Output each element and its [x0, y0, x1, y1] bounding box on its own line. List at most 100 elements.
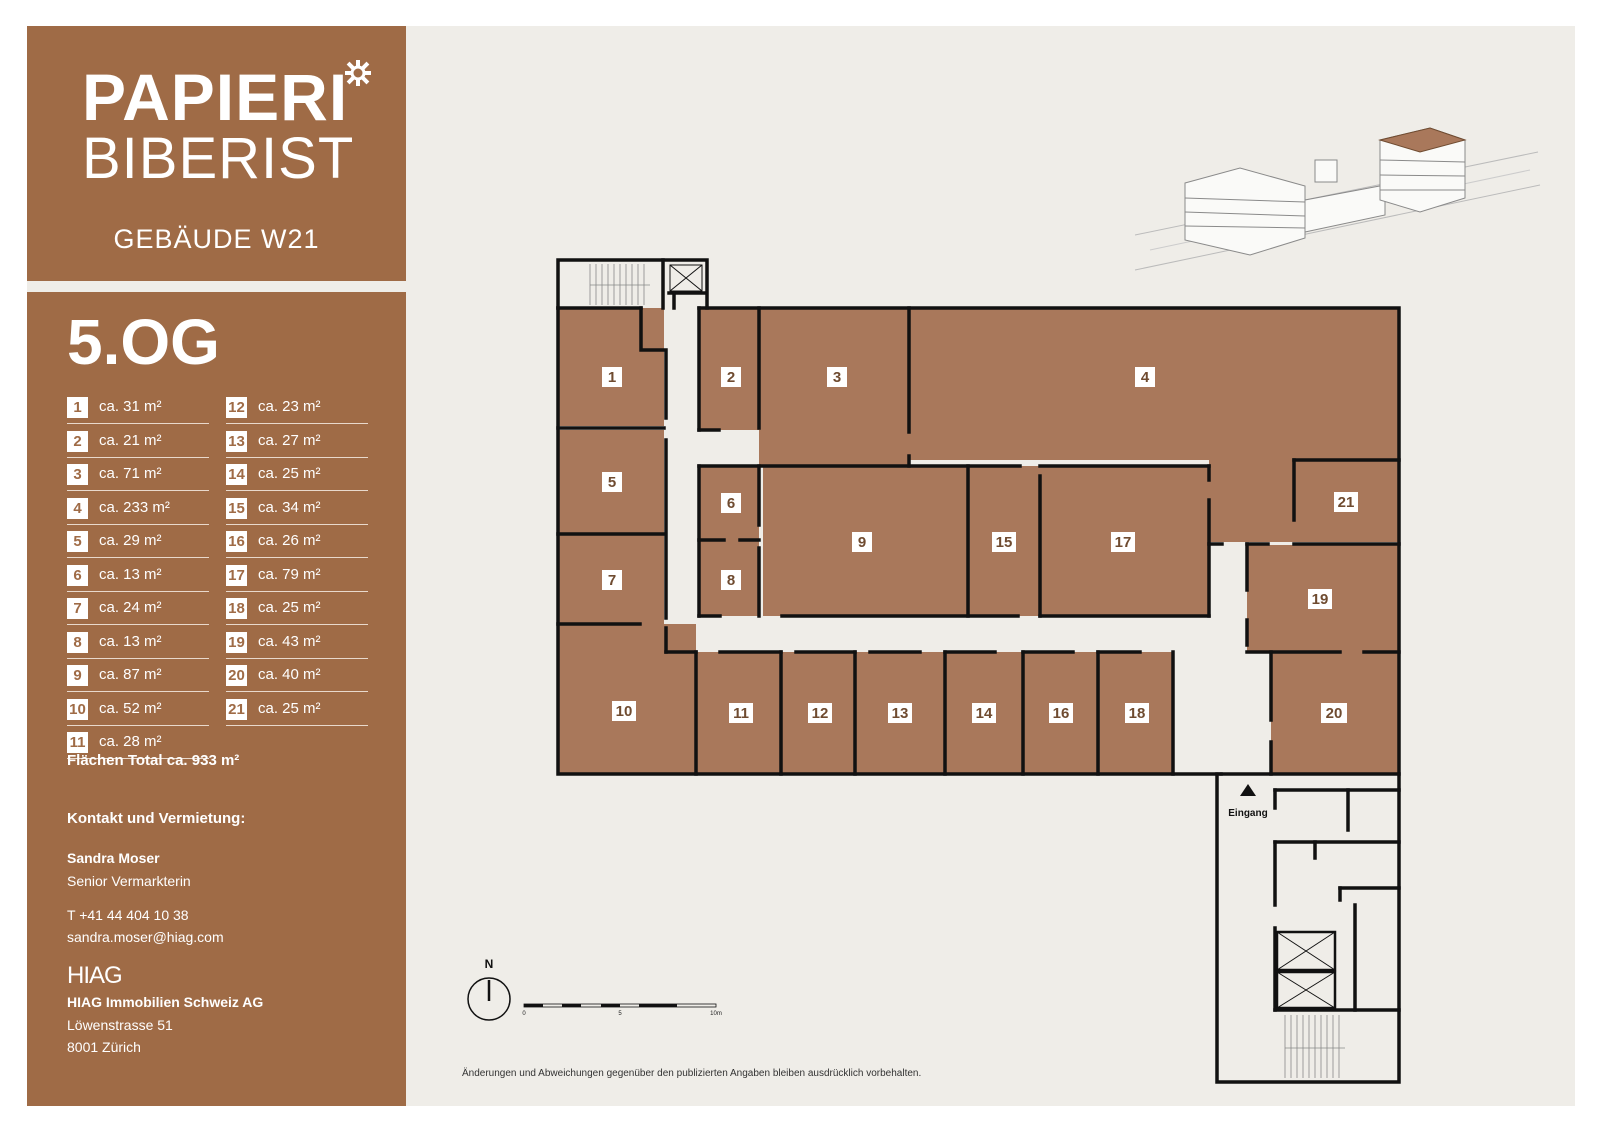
room-label-11: 11: [729, 703, 753, 723]
room-area: ca. 23 m²: [258, 398, 321, 415]
contact-name: Sandra Moser: [67, 850, 160, 866]
walls: [556, 258, 1401, 1084]
room-area: ca. 25 m²: [258, 599, 321, 616]
svg-text:5: 5: [608, 474, 616, 491]
svg-text:6: 6: [727, 495, 735, 512]
area-row: 9 ca. 87 m²: [67, 660, 209, 692]
room-number: 20: [226, 665, 247, 686]
area-row: 10 ca. 52 m²: [67, 694, 209, 726]
room-area: ca. 87 m²: [99, 666, 162, 683]
room-label-13: 13: [888, 703, 912, 723]
contact-phone: T +41 44 404 10 38: [67, 907, 189, 923]
room-label-2: 2: [721, 367, 741, 387]
area-row: 14 ca. 25 m²: [226, 459, 368, 491]
north-label: N: [485, 957, 494, 971]
svg-text:17: 17: [1115, 534, 1132, 551]
room-area: ca. 13 m²: [99, 565, 162, 583]
entrance-label: Eingang: [1228, 808, 1267, 819]
room-label-15: 15: [992, 532, 1016, 552]
svg-text:2: 2: [727, 369, 735, 386]
svg-text:21: 21: [1338, 494, 1355, 511]
contact-email: sandra.moser@hiag.com: [67, 929, 224, 945]
room-fills: [558, 308, 1399, 774]
room-area: ca. 25 m²: [258, 699, 321, 717]
area-row: 4 ca. 233 m²: [67, 493, 209, 525]
compass-icon: [467, 977, 511, 1021]
contact-role: Senior Vermarkterin: [67, 873, 191, 889]
room-number: 19: [226, 631, 247, 653]
brand-subtitle: BIBERIST: [82, 126, 355, 191]
area-row: 11 ca. 28 m²: [67, 727, 209, 759]
room-area: ca. 52 m²: [99, 699, 162, 717]
svg-text:7: 7: [608, 572, 616, 589]
room-area: ca. 233 m²: [99, 498, 170, 516]
room-number: 2: [67, 430, 88, 452]
svg-text:16: 16: [1053, 705, 1070, 722]
room-label-16: 16: [1049, 703, 1073, 723]
room-number: 1: [67, 397, 88, 418]
room-area: ca. 21 m²: [99, 431, 162, 449]
svg-text:10: 10: [616, 703, 633, 720]
room-number: 16: [226, 531, 247, 552]
svg-text:18: 18: [1129, 705, 1146, 722]
room-label-19: 19: [1308, 589, 1332, 609]
room-number: 11: [67, 732, 88, 753]
room-label-10: 10: [612, 701, 636, 721]
room-number: 6: [67, 564, 88, 586]
entrance-marker: Eingang: [1228, 784, 1268, 819]
room-number: 10: [67, 698, 88, 720]
room-number: 14: [226, 464, 247, 485]
gear-icon: [345, 60, 371, 86]
room-area: ca. 27 m²: [258, 431, 321, 449]
hiag-logo: HIAG: [67, 962, 123, 989]
area-row: 18 ca. 25 m²: [226, 593, 368, 625]
room-number: 15: [226, 497, 247, 519]
room-label-20: 20: [1321, 703, 1347, 723]
room-area: ca. 25 m²: [258, 465, 321, 482]
room-label-7: 7: [602, 570, 622, 590]
room-number: 17: [226, 564, 247, 586]
north-arrow: N: [467, 957, 511, 1021]
svg-text:9: 9: [858, 534, 866, 551]
room-label-21: 21: [1334, 492, 1358, 512]
stairs: [589, 264, 1345, 1078]
room-number: 21: [226, 698, 247, 720]
area-row: 15 ca. 34 m²: [226, 493, 368, 525]
contact-heading: Kontakt und Vermietung:: [67, 810, 246, 827]
room-number: 12: [226, 397, 247, 418]
room-number: 18: [226, 598, 247, 619]
svg-text:0: 0: [522, 1011, 526, 1017]
disclaimer: Änderungen und Abweichungen gegenüber de…: [462, 1068, 922, 1079]
area-row: 2 ca. 21 m²: [67, 426, 209, 458]
floor-title: 5.OG: [67, 306, 220, 378]
room-number: 4: [67, 497, 88, 519]
svg-text:20: 20: [1326, 705, 1343, 722]
svg-text:10m: 10m: [710, 1011, 722, 1017]
room-area: ca. 34 m²: [258, 498, 321, 516]
room-number: 8: [67, 631, 88, 653]
room-number: 7: [67, 598, 88, 619]
room-area: ca. 28 m²: [99, 733, 162, 750]
company-name: HIAG Immobilien Schweiz AG: [67, 994, 264, 1010]
svg-text:15: 15: [996, 534, 1013, 551]
room-number: 9: [67, 665, 88, 686]
room-label-6: 6: [721, 493, 741, 513]
scale-bar: 0 5 10m: [522, 1003, 722, 1017]
brand-title: PAPIERI: [82, 60, 349, 134]
room-area: ca. 26 m²: [258, 532, 321, 549]
svg-text:3: 3: [833, 369, 841, 386]
svg-text:14: 14: [976, 705, 993, 722]
room-number: 13: [226, 430, 247, 452]
room-label-12: 12: [808, 703, 832, 723]
room-area: ca. 31 m²: [99, 398, 162, 415]
area-row: 13 ca. 27 m²: [226, 426, 368, 458]
